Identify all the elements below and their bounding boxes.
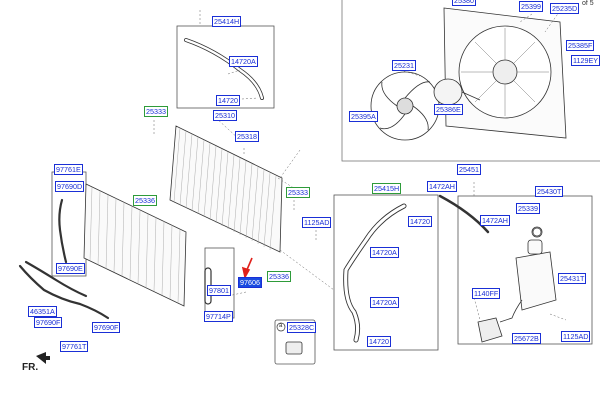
callout-25385F[interactable]: 25385F [566, 40, 595, 51]
callout-25333-upper[interactable]: 25333 [144, 106, 168, 117]
callout-1125AD-left[interactable]: 1125AD [302, 217, 332, 228]
callout-97714P[interactable]: 97714P [204, 311, 233, 322]
fan-blade [370, 71, 440, 141]
callout-25235D[interactable]: 25235D [550, 3, 580, 14]
callout-25451[interactable]: 25451 [457, 164, 481, 175]
callout-25380[interactable]: 25380 [452, 0, 476, 6]
callout-25339[interactable]: 25339 [516, 203, 540, 214]
condenser-core [83, 183, 187, 307]
fan-assembly-group-box [341, 0, 600, 162]
callout-1140FF[interactable]: 1140FF [472, 288, 501, 299]
front-marker-label: FR. [22, 362, 39, 373]
callout-25336-lower[interactable]: 25336 [267, 271, 291, 282]
callout-1125AD-right[interactable]: 1125AD [561, 331, 591, 342]
callout-97690F-left[interactable]: 97690F [34, 317, 63, 328]
callout-97801[interactable]: 97801 [207, 285, 231, 296]
callout-97761T[interactable]: 97761T [60, 341, 89, 352]
deflector-group-box [204, 247, 235, 319]
callout-25336-upper[interactable]: 25336 [133, 195, 157, 206]
fan-shroud [443, 7, 567, 139]
lower-hose-group-box [333, 194, 439, 351]
callout-46351A[interactable]: 46351A [28, 306, 57, 317]
callout-25386E[interactable]: 25386E [434, 104, 463, 115]
reservoir-tank [499, 227, 557, 323]
callout-25318[interactable]: 25318 [235, 131, 259, 142]
callout-25310[interactable]: 25310 [213, 110, 237, 121]
upper-hose [184, 38, 264, 100]
oil-cooler-hoses [18, 198, 110, 320]
inset-detail-box [274, 319, 316, 365]
callout-1472AH[interactable]: 1472AH [427, 181, 457, 192]
bracket-part [285, 341, 303, 355]
circle-a-label: a [279, 323, 283, 329]
reservoir-group-box [457, 195, 593, 345]
callout-97690D[interactable]: 97690D [55, 181, 85, 192]
overflow-hose [438, 194, 490, 234]
callout-1472AH-right[interactable]: 1472AH [480, 215, 510, 226]
callout-14720-lower[interactable]: 14720 [408, 216, 432, 227]
callout-25431T[interactable]: 25431T [558, 273, 587, 284]
callout-25399[interactable]: 25399 [519, 1, 543, 12]
callout-97690F-right[interactable]: 97690F [92, 322, 121, 333]
callout-97761E[interactable]: 97761E [54, 164, 83, 175]
front-arrow-icon [36, 352, 50, 364]
callout-25672B[interactable]: 25672B [512, 333, 541, 344]
callout-97690E[interactable]: 97690E [56, 263, 85, 274]
radiator-core [169, 125, 283, 253]
callout-25430T[interactable]: 25430T [535, 186, 564, 197]
callout-97606-highlighted[interactable]: 97606 [238, 277, 262, 288]
callout-25333-lower[interactable]: 25333 [286, 187, 310, 198]
callout-1129EY[interactable]: 1129EY [571, 55, 600, 66]
reservoir-bracket [477, 317, 503, 343]
callout-25415H[interactable]: 25415H [372, 183, 402, 194]
callout-25231[interactable]: 25231 [392, 60, 416, 71]
highlight-arrow [241, 257, 253, 280]
callout-14720A-lower-1[interactable]: 14720A [370, 247, 399, 258]
callout-25414H[interactable]: 25414H [212, 16, 242, 27]
callout-25328C[interactable]: 25328C [287, 322, 317, 333]
detail-circle-a [276, 227, 542, 332]
callout-14720A-lower-2[interactable]: 14720A [370, 297, 399, 308]
callout-14720A-upper[interactable]: 14720A [229, 56, 258, 67]
callout-25395A[interactable]: 25395A [349, 111, 378, 122]
callout-14720-upper[interactable]: 14720 [216, 95, 240, 106]
page-indicator: of 5 [582, 0, 594, 7]
callout-14720-bottom[interactable]: 14720 [367, 336, 391, 347]
